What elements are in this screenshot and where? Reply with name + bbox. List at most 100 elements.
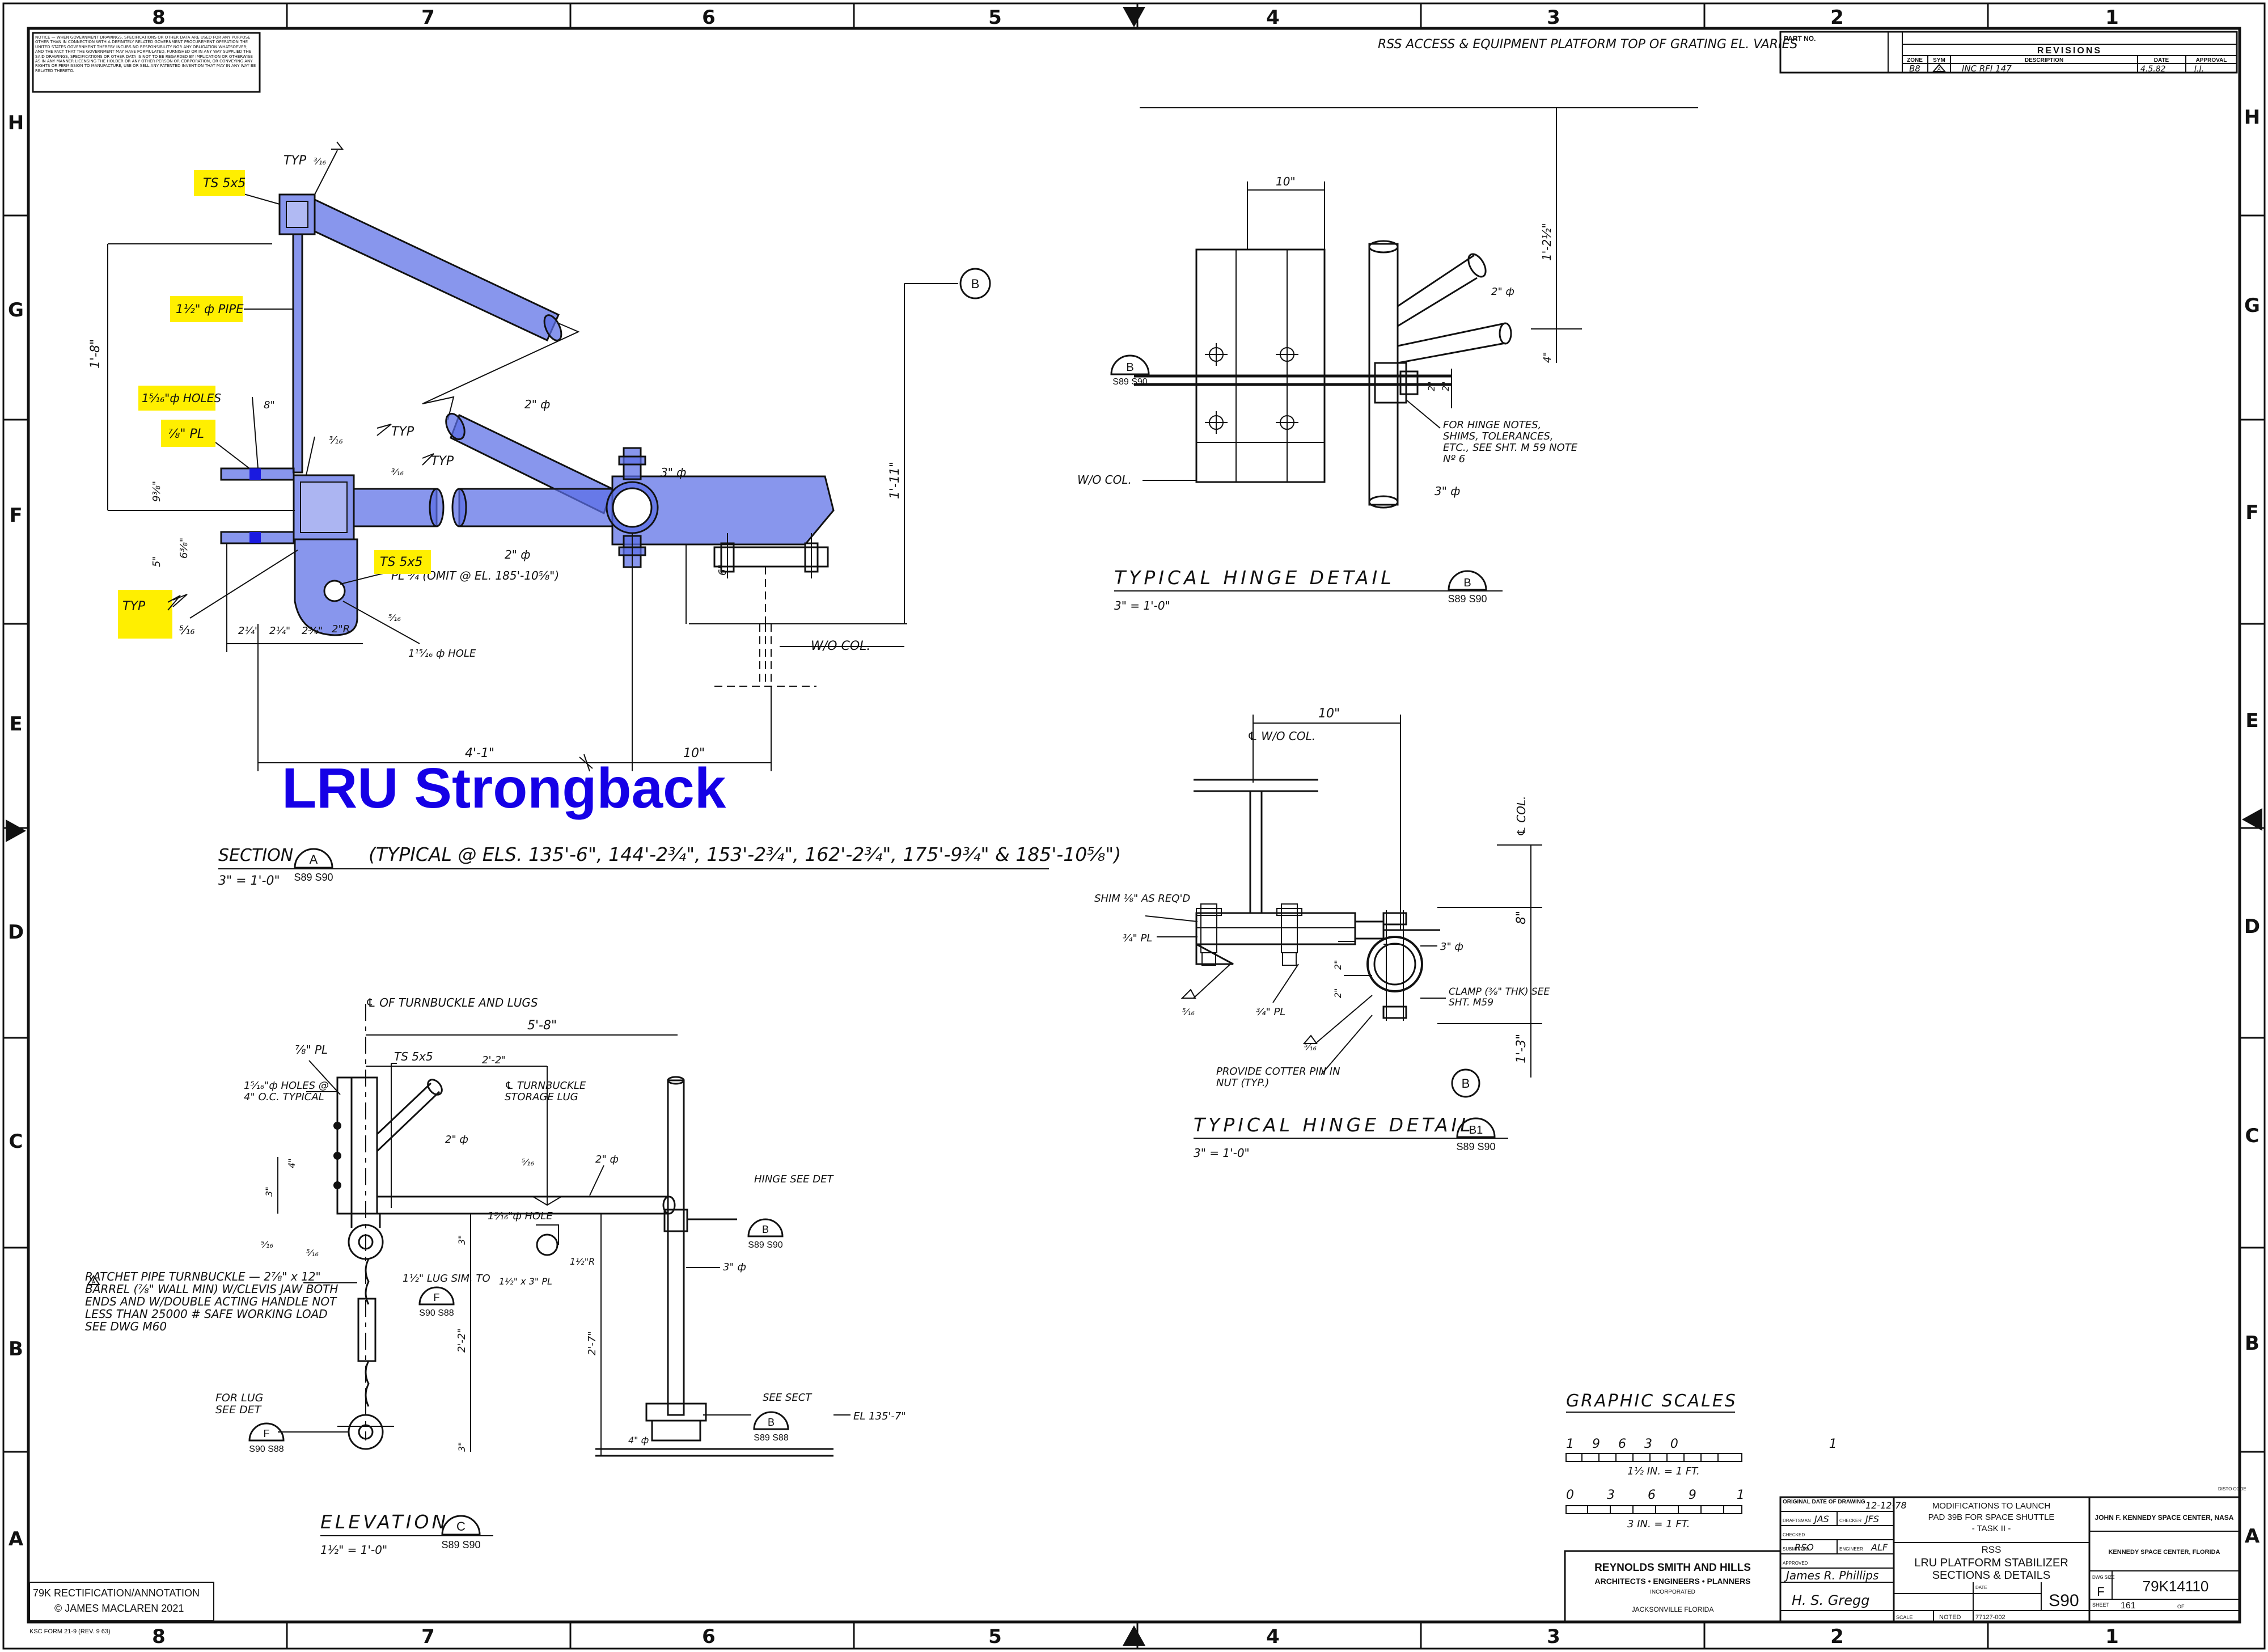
- row-label: H: [2244, 106, 2260, 129]
- svg-text:⁵⁄₁₆: ⁵⁄₁₆: [1182, 1007, 1195, 1017]
- svg-text:4'-1": 4'-1": [465, 746, 494, 760]
- svg-text:0 3 6 9 1: 0 3 6 9 1: [1566, 1488, 1748, 1502]
- svg-text:SEE SECT: SEE SECT: [763, 1392, 813, 1404]
- svg-text:2¾": 2¾": [302, 625, 323, 637]
- svg-text:⁵⁄₁₆: ⁵⁄₁₆: [306, 1248, 319, 1258]
- svg-text:A: A: [1937, 67, 1941, 73]
- highlight-plate: [161, 420, 215, 447]
- credit-box: [29, 1582, 214, 1621]
- svg-text:⅞" PL: ⅞" PL: [295, 1043, 328, 1057]
- svg-text:CHECKER: CHECKER: [1839, 1518, 1861, 1523]
- svg-text:JAS: JAS: [1813, 1514, 1829, 1524]
- col-label: 8: [152, 6, 166, 29]
- col-label: 3: [1547, 6, 1560, 29]
- credit-line1: 79K RECTIFICATION/ANNOTATION: [33, 1587, 200, 1599]
- svg-text:9⅜": 9⅜": [151, 481, 163, 502]
- svg-text:OF: OF: [2177, 1604, 2185, 1609]
- notice-text: NOTICE — WHEN GOVERNMENT DRAWINGS, SPECI…: [35, 35, 256, 73]
- row-label: B: [9, 1338, 23, 1361]
- svg-text:JOHN F. KENNEDY SPACE CENTER,: JOHN F. KENNEDY SPACE CENTER, NASA: [2095, 1514, 2234, 1522]
- hinge-detail-b1: 10" ℄ W/O COL. 2" 2": [1094, 707, 1550, 1160]
- svg-text:B: B: [762, 1224, 769, 1235]
- svg-text:S89 S90: S89 S90: [441, 1539, 480, 1550]
- svg-text:SUBMITTED: SUBMITTED: [1783, 1547, 1809, 1552]
- svg-text:1½" x 3" PL: 1½" x 3" PL: [499, 1276, 552, 1287]
- svg-text:8": 8": [1514, 911, 1529, 924]
- col-label: 2: [1830, 1625, 1844, 1648]
- svg-text:2" ф: 2" ф: [1491, 286, 1514, 298]
- center-arrow-left: [6, 819, 26, 842]
- svg-text:2" ф: 2" ф: [524, 398, 550, 411]
- svg-text:1½ IN. = 1 FT.: 1½ IN. = 1 FT.: [1627, 1465, 1700, 1477]
- svg-text:⁵⁄₁₆: ⁵⁄₁₆: [388, 612, 401, 623]
- col-label: 2: [1830, 6, 1844, 29]
- svg-text:79K14110: 79K14110: [2143, 1578, 2209, 1595]
- col-label: 7: [421, 6, 435, 29]
- section-a-caption-detail: (TYPICAL @ ELS. 135'-6", 144'-2¾", 153'-…: [369, 843, 1121, 865]
- row-label: B: [2245, 1332, 2259, 1355]
- svg-text:1½" LUG SIM. TO: 1½" LUG SIM. TO: [403, 1273, 490, 1285]
- highlight-typ-weld: [118, 590, 172, 639]
- svg-text:5": 5": [151, 556, 163, 567]
- row-label: E: [9, 713, 22, 736]
- svg-text:S90 S88: S90 S88: [249, 1444, 284, 1454]
- form-number: KSC FORM 21-9 (REV. 9 63): [29, 1628, 111, 1635]
- svg-text:S90: S90: [2049, 1591, 2079, 1610]
- title-block: REYNOLDS SMITH AND HILLS ARCHITECTS • EN…: [1564, 1486, 2246, 1623]
- inner-border: [27, 27, 2241, 1624]
- row-label: E: [2245, 709, 2258, 732]
- svg-text:10": 10": [1276, 175, 1296, 188]
- svg-text:TYP: TYP: [284, 154, 307, 168]
- row-label: C: [9, 1130, 23, 1153]
- row-label: C: [2245, 1125, 2259, 1147]
- svg-text:¾" PL: ¾" PL: [1256, 1006, 1285, 1018]
- svg-text:8": 8": [264, 399, 275, 411]
- svg-text:RSO: RSO: [1795, 1542, 1814, 1553]
- svg-text:B: B: [1462, 1076, 1470, 1091]
- svg-text:RSS: RSS: [1982, 1544, 2002, 1555]
- svg-text:3" ф: 3" ф: [1440, 941, 1463, 953]
- svg-text:2¼": 2¼": [269, 625, 290, 637]
- svg-text:3" ф: 3" ф: [661, 466, 686, 479]
- svg-text:GRAPHIC SCALES: GRAPHIC SCALES: [1566, 1391, 1737, 1411]
- svg-text:INC RFI 147: INC RFI 147: [1962, 64, 2012, 74]
- col-label: 7: [421, 1625, 435, 1648]
- svg-text:B8: B8: [1909, 64, 1920, 74]
- hinge-detail-top: RSS ACCESS & EQUIPMENT PLATFORM TOP OF G…: [1077, 37, 1797, 612]
- svg-text:H. S. Gregg: H. S. Gregg: [1792, 1592, 1870, 1608]
- svg-text:ZONE: ZONE: [1907, 57, 1923, 64]
- svg-text:10": 10": [683, 746, 705, 760]
- hinge-top-caption: TYPICAL HINGE DETAIL: [1114, 567, 1395, 589]
- section-a-caption: SECTION: [218, 846, 293, 865]
- rss-note: RSS ACCESS & EQUIPMENT PLATFORM TOP OF G…: [1378, 37, 1797, 52]
- svg-text:⁵⁄₁₆: ⁵⁄₁₆: [522, 1157, 535, 1168]
- svg-text:77127-002: 77127-002: [1975, 1614, 2005, 1621]
- vertical-pipe: [292, 233, 303, 474]
- svg-text:DATE: DATE: [2154, 57, 2169, 64]
- svg-text:3 IN. = 1 FT.: 3 IN. = 1 FT.: [1627, 1518, 1690, 1530]
- svg-text:1½" ф PIPE: 1½" ф PIPE: [176, 302, 244, 316]
- svg-text:S89 S88: S89 S88: [754, 1433, 788, 1443]
- notice-box: [32, 32, 261, 93]
- svg-text:SYM: SYM: [1933, 57, 1945, 64]
- svg-text:6": 6": [717, 564, 729, 576]
- svg-text:SECTIONS & DETAILS: SECTIONS & DETAILS: [1932, 1569, 2051, 1582]
- svg-text:DISTO CODE: DISTO CODE: [2218, 1486, 2246, 1492]
- svg-text:CHECKED: CHECKED: [1783, 1532, 1805, 1537]
- svg-text:2'-7": 2'-7": [586, 1331, 598, 1355]
- section-a-drawing: TYP ³⁄₁₆ 8" ³⁄₁₆ TYP ³⁄₁₆ TYP 2" ф 3" ф …: [88, 141, 1121, 888]
- elevation-caption: ELEVATION: [320, 1511, 448, 1533]
- svg-text:MODIFICATIONS TO LAUNCH: MODIFICATIONS TO LAUNCH: [1932, 1501, 2050, 1511]
- svg-text:S89 S90: S89 S90: [748, 1240, 782, 1250]
- col-label: 4: [1266, 6, 1280, 29]
- col-label: 5: [988, 1625, 1002, 1648]
- col-label: 1: [2105, 1625, 2119, 1648]
- svg-text:⁵⁄₁₆: ⁵⁄₁₆: [261, 1239, 274, 1250]
- svg-text:ORIGINAL DATE OF DRAWING: ORIGINAL DATE OF DRAWING: [1783, 1499, 1865, 1505]
- svg-text:1½"R: 1½"R: [570, 1256, 595, 1267]
- svg-text:- TASK II -: - TASK II -: [1972, 1524, 2011, 1533]
- svg-text:W/O COL.: W/O COL.: [811, 639, 870, 653]
- svg-text:B: B: [1126, 361, 1133, 374]
- svg-text:DATE: DATE: [1975, 1585, 1987, 1590]
- center-arrow-top: [1123, 7, 1145, 27]
